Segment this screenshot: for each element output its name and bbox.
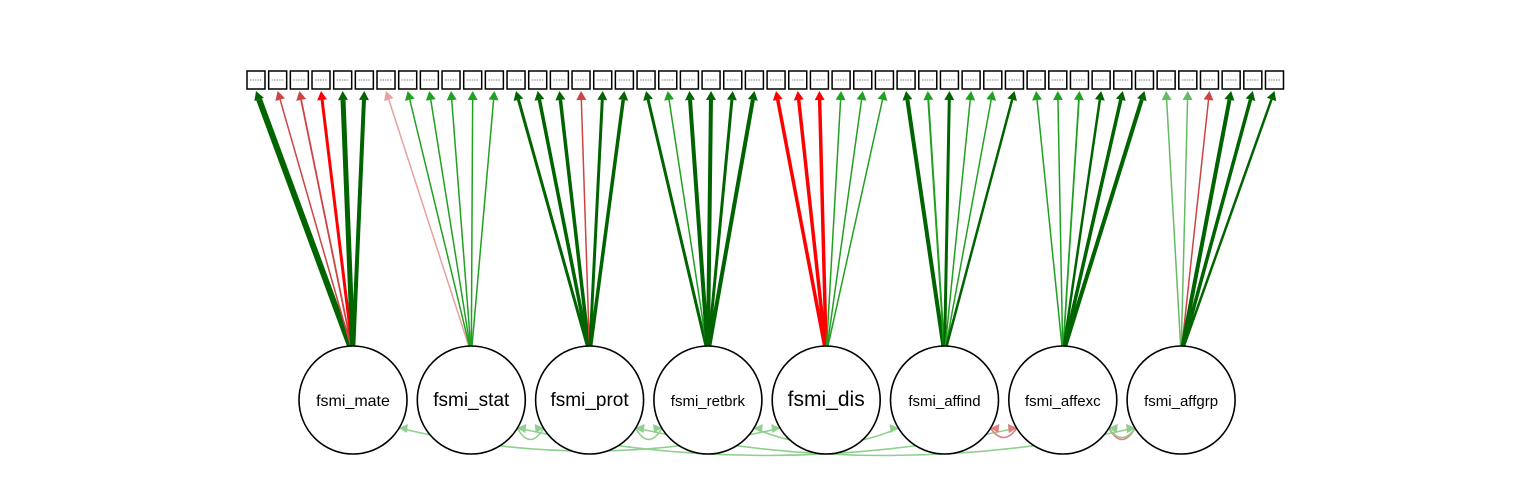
factor-node: fsmi_affind: [889, 345, 1000, 455]
loading-arrow: [1061, 91, 1126, 355]
factor-node: fsmi_prot: [534, 345, 645, 455]
factor-circle: [1008, 345, 1118, 455]
loading-arrow: [793, 91, 828, 355]
factor-node: fsmi_affexc: [1008, 345, 1118, 455]
factor-circle: [534, 345, 645, 455]
covariance-arc: [1108, 424, 1136, 439]
loading-arrow: [825, 91, 846, 355]
loading-arrow: [943, 91, 976, 355]
loading-arrow: [923, 91, 946, 355]
covariance-arc: [989, 424, 1018, 439]
factor-node: fsmi_stat: [416, 345, 527, 455]
loading-arrow: [814, 91, 828, 355]
factor-layer: fsmi_mate fsmi_stat fsmi_prot fsmi_retbrk fs…: [298, 345, 1236, 455]
loading-arrow: [1032, 91, 1064, 355]
factor-label: fsmi_affind: [908, 393, 980, 410]
loading-arrow: [296, 91, 354, 355]
loading-arrow: [1061, 91, 1105, 355]
indicator-layer: [246, 70, 1285, 90]
loading-arrow: [317, 91, 355, 355]
factor-label: fsmi_mate: [316, 393, 390, 410]
factor-circle: [653, 345, 763, 455]
loading-arrow: [513, 91, 592, 355]
loading-arrow: [470, 91, 499, 355]
factor-node: fsmi_retbrk: [653, 345, 763, 455]
loading-arrow: [1052, 91, 1064, 355]
loading-arrow: [1060, 91, 1147, 355]
loading-arrow: [685, 91, 710, 355]
loading-arrow: [275, 91, 354, 355]
loading-arrow: [446, 91, 473, 355]
loading-arrow: [588, 91, 608, 355]
loading-arrow: [772, 91, 828, 355]
factor-circle: [889, 345, 1000, 455]
loading-arrow: [705, 91, 716, 355]
loading-arrow: [254, 91, 356, 356]
loading-arrow: [825, 91, 888, 355]
loading-arrow: [404, 91, 473, 355]
factor-label: fsmi_affgrp: [1144, 393, 1218, 410]
loading-arrow: [902, 91, 947, 355]
loading-arrow: [425, 91, 473, 355]
loading-arrow: [643, 91, 710, 355]
loading-arrow: [555, 91, 592, 355]
loading-arrow: [705, 91, 758, 355]
loading-arrow: [1179, 91, 1277, 355]
loading-arrow: [338, 91, 356, 355]
factor-circle: [416, 345, 527, 455]
factor-label: fsmi_prot: [551, 390, 630, 411]
factor-label: fsmi_stat: [433, 390, 510, 411]
loading-arrow: [384, 91, 473, 355]
loading-arrow: [1179, 91, 1235, 355]
loading-arrow: [1180, 91, 1193, 355]
loading-arrow: [1061, 91, 1084, 355]
loading-arrow: [825, 91, 867, 355]
loading-arrow: [467, 91, 478, 355]
factor-label: fsmi_dis: [788, 388, 865, 411]
loading-arrow: [706, 91, 737, 355]
loading-arrow: [587, 91, 629, 355]
factor-label: fsmi_affexc: [1025, 393, 1101, 410]
loading-arrow: [1179, 91, 1256, 355]
loading-arrow: [534, 91, 592, 355]
loading-arrow: [943, 91, 1017, 355]
factor-node: fsmi_dis: [771, 345, 882, 455]
factor-circle: [1126, 345, 1236, 455]
factor-node: fsmi_affgrp: [1126, 345, 1236, 455]
loading-arrow: [1161, 91, 1182, 355]
loading-arrow: [1180, 91, 1214, 355]
loading-arrow: [576, 91, 591, 355]
factor-circle: [771, 345, 882, 455]
factor-circle: [298, 345, 408, 455]
loading-arrow: [943, 91, 955, 355]
factor-node: fsmi_mate: [298, 345, 408, 455]
loading-arrow: [664, 91, 709, 355]
loading-layer: [254, 91, 1277, 356]
factor-label: fsmi_retbrk: [671, 393, 746, 410]
loading-arrow: [351, 91, 369, 355]
loading-arrow: [943, 91, 997, 355]
